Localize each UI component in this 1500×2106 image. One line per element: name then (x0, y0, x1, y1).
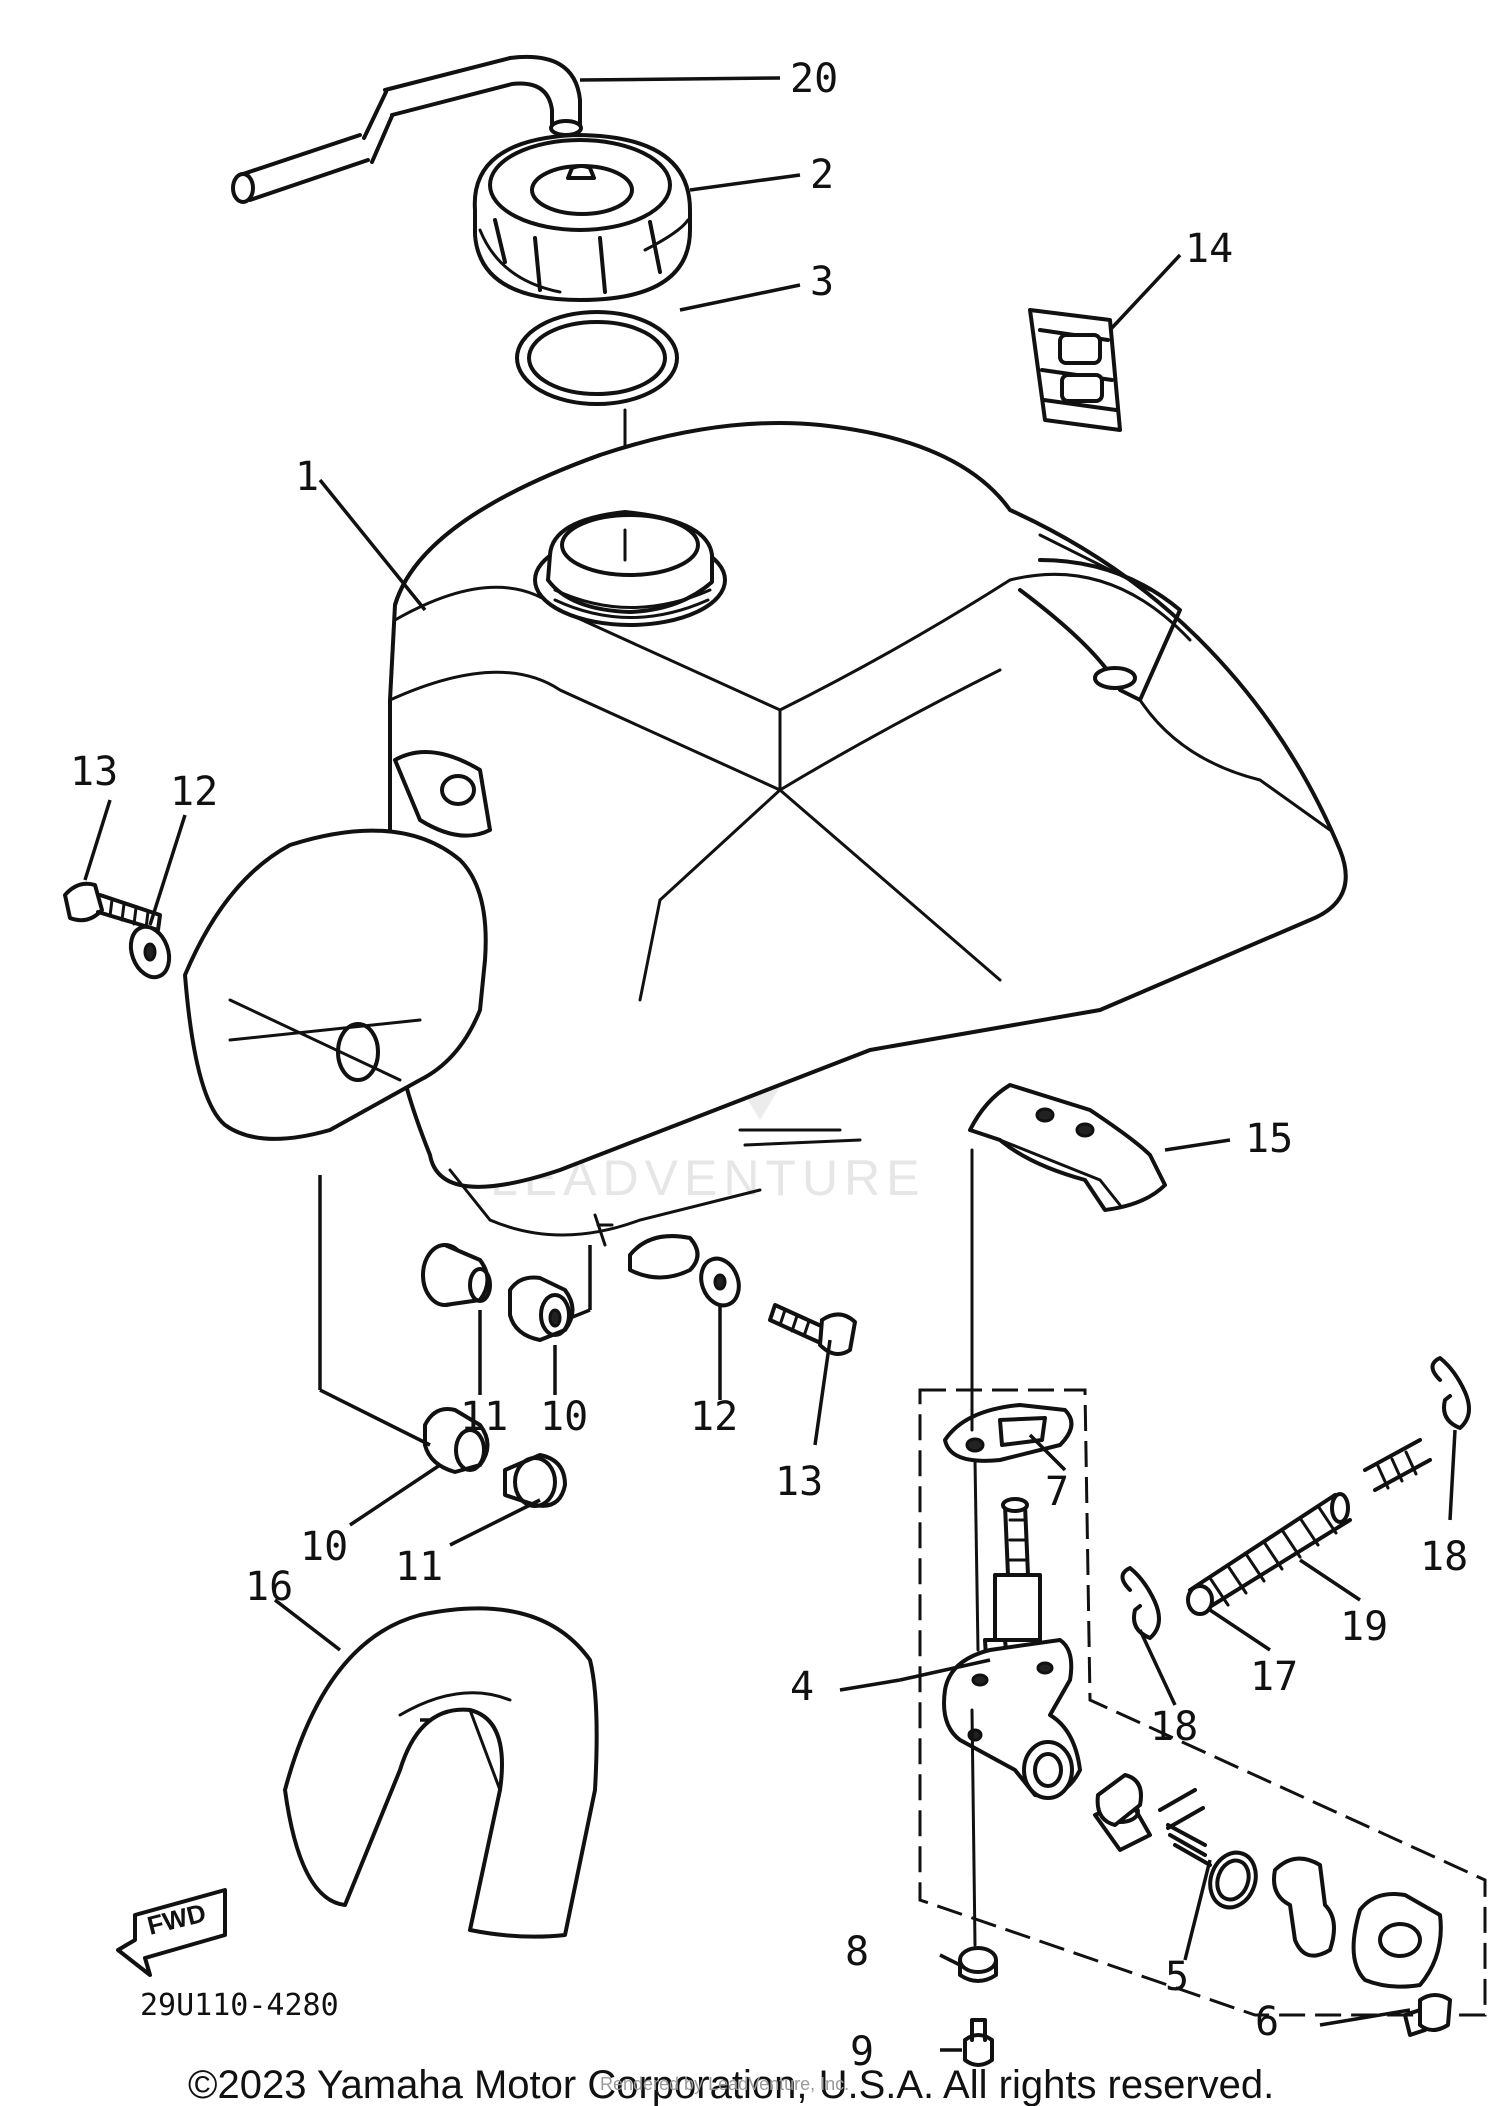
callout-11-lower: 11 (395, 1544, 443, 1590)
part-bolt-right (768, 1303, 857, 1356)
callout-18-lower: 18 (1150, 1704, 1198, 1750)
rendered-by: Rendered by LeadVenture, Inc. (600, 2074, 849, 2094)
part-grommet-upper (508, 1275, 575, 1342)
callout-17: 17 (1250, 1654, 1298, 1700)
callout-14: 14 (1185, 226, 1233, 272)
callout-6: 6 (1255, 1999, 1279, 2045)
part-grommet-lower (423, 1407, 490, 1474)
callout-15: 15 (1245, 1116, 1293, 1162)
callout-16: 16 (245, 1564, 293, 1610)
callout-19: 19 (1340, 1604, 1388, 1650)
callout-20: 20 (790, 56, 838, 102)
callout-2: 2 (810, 152, 834, 198)
part-collar-upper (421, 1243, 492, 1307)
callout-12-left: 12 (170, 769, 218, 815)
callout-10-lower: 10 (300, 1524, 348, 1570)
part-collar-lower (503, 1453, 567, 1508)
fwd-arrow-icon: FWD (116, 1888, 227, 1977)
callouts: 20 2 3 14 1 13 12 15 11 10 12 13 10 11 7… (70, 56, 1468, 2075)
part-washer-right (699, 1256, 741, 1308)
part-spring-small (1158, 1788, 1205, 1830)
part-fuel-tank (183, 421, 1348, 1280)
callout-13-left: 13 (70, 749, 118, 795)
part-clip-lower (1120, 1566, 1161, 1640)
part-washer-left (128, 924, 172, 980)
callout-13-right: 13 (775, 1459, 823, 1505)
callout-1: 1 (295, 454, 319, 500)
part-seat-bracket (968, 1083, 1167, 1212)
callout-8: 8 (845, 1929, 869, 1975)
callout-3: 3 (810, 259, 834, 305)
callout-4: 4 (790, 1664, 814, 1710)
part-fuel-cock-assembly (918, 1148, 1487, 2067)
part-fuel-cap (472, 133, 692, 302)
callout-10-upper: 10 (540, 1394, 588, 1440)
part-plunger (1095, 1773, 1143, 1827)
part-heat-shield (283, 1606, 599, 1939)
callout-7: 7 (1045, 1469, 1069, 1515)
part-damper (1028, 308, 1122, 432)
part-vent-hose (231, 55, 583, 204)
part-bolt-left (63, 881, 162, 932)
callout-9: 9 (850, 2029, 874, 2075)
callout-5: 5 (1165, 1954, 1189, 2000)
callout-12-right: 12 (690, 1394, 738, 1440)
copyright-notice: ©2023 Yamaha Motor Corporation, U.S.A. A… (188, 2063, 1274, 2106)
part-code: 29U110-4280 (140, 1988, 339, 2023)
part-clip-upper (1430, 1356, 1471, 1430)
leader-lines (83, 76, 1457, 2052)
part-spring (1186, 1438, 1432, 1616)
callout-11-upper: 11 (460, 1394, 508, 1440)
callout-18-upper: 18 (1420, 1534, 1468, 1580)
